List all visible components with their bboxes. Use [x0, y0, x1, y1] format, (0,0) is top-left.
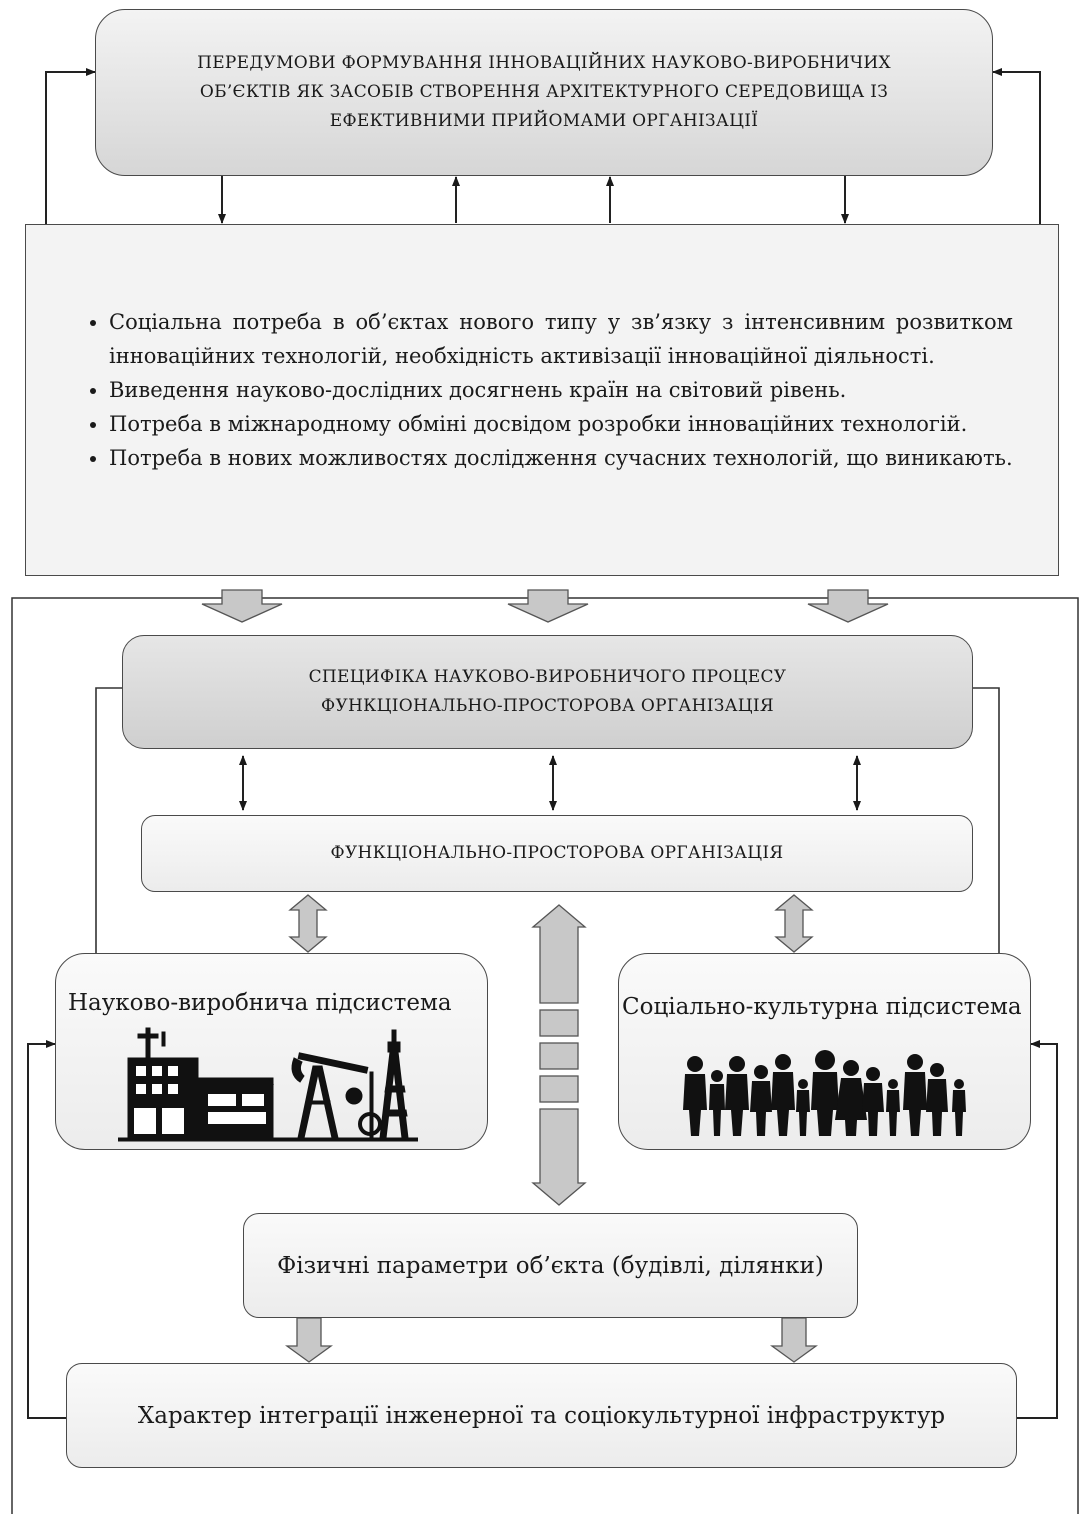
fat-double-arrow-left [288, 894, 328, 953]
fat-arrow-down-2 [507, 589, 589, 623]
needs-box: Соціальна потреба в об’єктах нового типу… [25, 224, 1059, 576]
feedback-arrow-left-bottom [27, 1040, 66, 1419]
fat-double-arrow-right [774, 894, 814, 953]
socio-cultural-subsystem: Соціально-культурна підсистема [618, 953, 1031, 1150]
feedback-arrow-right-top [992, 68, 1041, 224]
integration-label: Характер інтеграції інженерної та соціок… [137, 1402, 946, 1429]
specifics-line-1: СПЕЦИФІКА НАУКОВО-ВИРОБНИЧОГО ПРОЦЕСУ [308, 667, 787, 687]
fat-arrow-down-4 [285, 1317, 333, 1363]
people-group-icon [683, 1050, 966, 1136]
feedback-arrow-left-top [45, 68, 96, 224]
scientific-production-subsystem: Науково-виробнича підсистема [55, 953, 488, 1150]
fat-arrow-down-5 [770, 1317, 818, 1363]
prerequisites-line-2: ОБ’ЄКТІВ ЯК ЗАСОБІВ СТВОРЕННЯ АРХІТЕКТУР… [199, 82, 889, 102]
fat-arrow-down-3 [807, 589, 889, 623]
needs-item: Виведення науково-дослідних досягнень кр… [109, 373, 1013, 407]
feedback-arrow-right-bottom [1017, 1040, 1058, 1419]
needs-item: Потреба в міжнародному обміні досвідом р… [109, 407, 1013, 441]
needs-item: Соціальна потреба в об’єктах нового типу… [109, 305, 1013, 373]
specifics-line-2: ФУНКЦІОНАЛЬНО-ПРОСТОРОВА ОРГАНІЗАЦІЯ [321, 696, 774, 716]
prerequisites-line-1: ПЕРЕДУМОВИ ФОРМУВАННЯ ІННОВАЦІЙНИХ НАУКО… [197, 53, 891, 73]
socio-cultural-title: Соціально-культурна підсистема [622, 994, 1022, 1020]
integration-box: Характер інтеграції інженерної та соціок… [66, 1363, 1017, 1468]
physical-parameters-box: Фізичні параметри об’єкта (будівлі, діля… [243, 1213, 858, 1318]
right-side-connector [973, 687, 1000, 953]
specifics-box: СПЕЦИФІКА НАУКОВО-ВИРОБНИЧОГО ПРОЦЕСУ ФУ… [122, 635, 973, 749]
physical-parameters-label: Фізичні параметри об’єкта (будівлі, діля… [277, 1252, 824, 1279]
functional-organization-box: ФУНКЦІОНАЛЬНО-ПРОСТОРОВА ОРГАНІЗАЦІЯ [141, 815, 973, 892]
needs-item: Потреба в нових можливостях дослідження … [109, 441, 1013, 475]
left-side-connector [95, 687, 122, 953]
needs-list: Соціальна потреба в об’єктах нового типу… [81, 305, 1013, 475]
fat-arrow-down-1 [201, 589, 283, 623]
central-double-arrow [531, 904, 587, 1206]
scientific-production-title: Науково-виробнича підсистема [68, 990, 452, 1016]
functional-organization-label: ФУНКЦІОНАЛЬНО-ПРОСТОРОВА ОРГАНІЗАЦІЯ [330, 843, 784, 863]
prerequisites-box: ПЕРЕДУМОВИ ФОРМУВАННЯ ІННОВАЦІЙНИХ НАУКО… [95, 9, 993, 176]
prerequisites-line-3: ЕФЕКТИВНИМИ ПРИЙОМАМИ ОРГАНІЗАЦІЇ [329, 111, 759, 131]
industrial-plant-icon [118, 1027, 418, 1142]
